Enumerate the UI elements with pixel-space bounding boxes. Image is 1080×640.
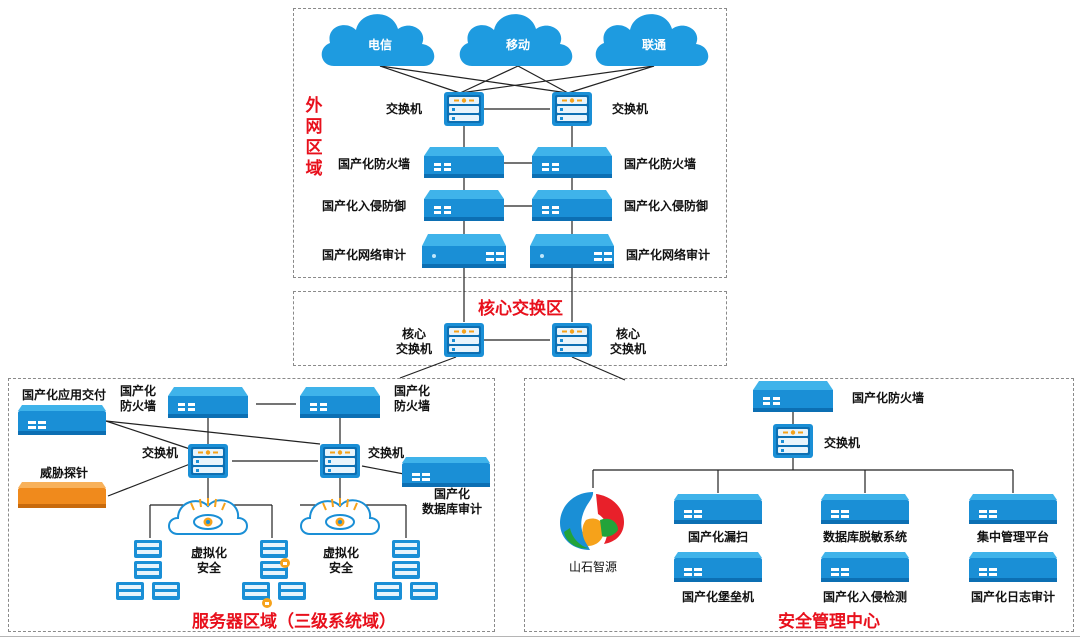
ext-audit-left-label: 国产化网络审计 bbox=[322, 248, 407, 262]
core-zone-frame bbox=[293, 291, 727, 366]
connection-lines bbox=[105, 65, 1014, 538]
core-switch-icon bbox=[552, 323, 592, 357]
server-stack-icon bbox=[374, 540, 438, 600]
adc-appliance-icon bbox=[18, 405, 106, 435]
server-stack-icon bbox=[242, 540, 306, 608]
security-zone-frame bbox=[524, 378, 1074, 632]
firewall-appliance-icon bbox=[753, 381, 833, 412]
cloud-label-mobile: 移动 bbox=[505, 38, 530, 52]
virtual-security-icon bbox=[168, 497, 248, 535]
ids-label: 国产化入侵检测 bbox=[822, 590, 907, 604]
srv-firewall-left-label: 国产化 防火墙 bbox=[119, 384, 156, 413]
virtual-security-icon bbox=[300, 497, 380, 535]
ips-appliance-icon bbox=[532, 190, 612, 221]
log-audit-label: 国产化日志审计 bbox=[970, 590, 1055, 604]
switch-icon bbox=[320, 444, 360, 478]
threat-probe-label: 威胁探针 bbox=[40, 466, 89, 480]
db-audit-appliance-icon bbox=[402, 457, 490, 487]
cloud-label-telecom: 电信 bbox=[367, 38, 392, 52]
firewall-appliance-icon bbox=[424, 147, 504, 178]
ext-audit-right-label: 国产化网络审计 bbox=[626, 248, 711, 262]
log-audit-appliance-icon bbox=[969, 552, 1057, 582]
srv-switch-right-label: 交换机 bbox=[368, 446, 405, 460]
firewall-appliance-icon bbox=[300, 387, 380, 418]
db-audit-label: 国产化 数据库审计 bbox=[421, 487, 482, 516]
ext-ips-right-label: 国产化入侵防御 bbox=[624, 199, 709, 213]
sec-firewall-label: 国产化防火墙 bbox=[852, 391, 925, 405]
brand-label: 山石智源 bbox=[568, 560, 617, 574]
bastion-label: 国产化堡垒机 bbox=[681, 590, 754, 604]
switch-icon bbox=[552, 92, 592, 126]
srv-firewall-right-label: 国产化 防火墙 bbox=[393, 384, 430, 413]
ext-firewall-left-label: 国产化防火墙 bbox=[338, 157, 411, 171]
virt-left-label: 虚拟化 安全 bbox=[190, 546, 227, 575]
central-mgmt-appliance-icon bbox=[969, 494, 1057, 524]
ext-switch-left-label: 交换机 bbox=[386, 102, 423, 116]
core-switch-left-label: 核心 交换机 bbox=[395, 327, 432, 356]
ext-ips-left-label: 国产化入侵防御 bbox=[322, 199, 407, 213]
ids-appliance-icon bbox=[821, 552, 909, 582]
external-zone-frame bbox=[293, 8, 727, 278]
server-zone-title: 服务器区域（三级系统域） bbox=[192, 612, 396, 632]
server-stack-icon bbox=[116, 540, 180, 600]
vuln-scan-label: 国产化漏扫 bbox=[687, 530, 748, 544]
firewall-appliance-icon bbox=[532, 147, 612, 178]
vuln-scanner-icon bbox=[674, 494, 762, 524]
core-switch-icon bbox=[444, 323, 484, 357]
db-masking-appliance-icon bbox=[821, 494, 909, 524]
ips-appliance-icon bbox=[424, 190, 504, 221]
adc-label: 国产化应用交付 bbox=[22, 388, 107, 402]
bottom-divider bbox=[0, 636, 1080, 637]
audit-appliance-icon bbox=[422, 234, 506, 268]
audit-appliance-icon bbox=[530, 234, 614, 268]
switch-icon bbox=[444, 92, 484, 126]
ext-firewall-right-label: 国产化防火墙 bbox=[624, 157, 697, 171]
virt-right-label: 虚拟化 安全 bbox=[322, 546, 359, 575]
central-mgmt-label: 集中管理平台 bbox=[976, 530, 1049, 544]
switch-icon bbox=[773, 424, 813, 458]
external-zone-title: 外网区域 bbox=[305, 96, 323, 179]
brand-logo-icon bbox=[560, 492, 624, 550]
threat-probe-icon bbox=[18, 482, 106, 508]
firewall-appliance-icon bbox=[168, 387, 248, 418]
srv-switch-left-label: 交换机 bbox=[142, 446, 179, 460]
db-masking-label: 数据库脱敏系统 bbox=[822, 530, 907, 544]
ext-switch-right-label: 交换机 bbox=[612, 102, 649, 116]
switch-icon bbox=[188, 444, 228, 478]
core-zone-title: 核心交换区 bbox=[478, 299, 563, 319]
bastion-host-icon bbox=[674, 552, 762, 582]
sec-switch-label: 交换机 bbox=[824, 436, 861, 450]
cloud-label-unicom: 联通 bbox=[641, 38, 666, 52]
security-zone-title: 安全管理中心 bbox=[778, 612, 880, 632]
core-switch-right-label: 核心 交换机 bbox=[609, 327, 646, 356]
server-zone-frame bbox=[8, 378, 495, 632]
